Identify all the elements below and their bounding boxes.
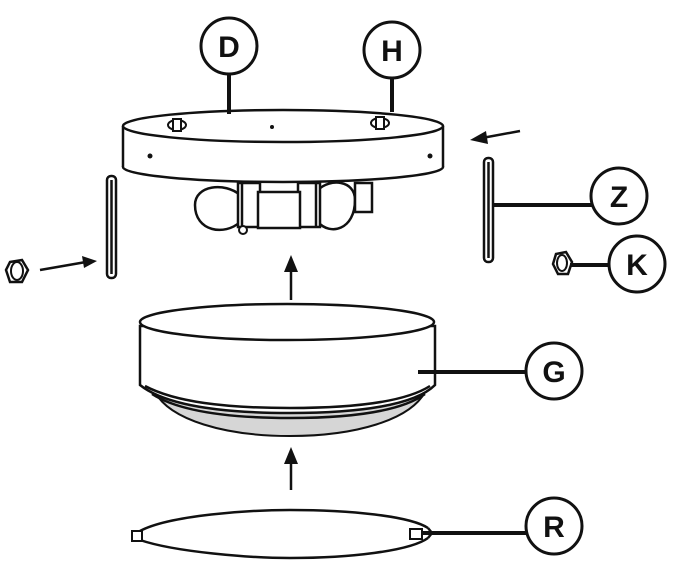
retaining-ring [131,508,434,560]
callout-z: Z [589,166,649,226]
keyhole-slot-left [167,118,187,132]
cap-nut-left [4,258,30,284]
arrow-up-ring [284,447,298,490]
callout-k: K [607,234,667,294]
callout-d-label: D [218,31,240,64]
callout-z-label: Z [610,181,628,214]
arrow-up-shade [284,255,298,300]
mounting-plate [121,108,445,184]
keyhole-slot-right [370,116,390,130]
callout-r-label: R [543,511,565,544]
callout-g: G [524,341,584,401]
arrow-left-plate [470,129,521,144]
light-bulbs [193,181,374,235]
threaded-rod-right [482,156,495,264]
callout-k-label: K [626,249,648,282]
callout-g-label: G [542,356,565,389]
threaded-rod-left [105,174,118,280]
arrow-right-nut [39,256,97,272]
callout-d: D [199,16,259,76]
callout-r: R [524,496,584,556]
callout-h: H [362,20,422,80]
cap-nut-right [551,250,574,276]
glass-shade [138,302,437,438]
callout-h-label: H [381,35,403,68]
